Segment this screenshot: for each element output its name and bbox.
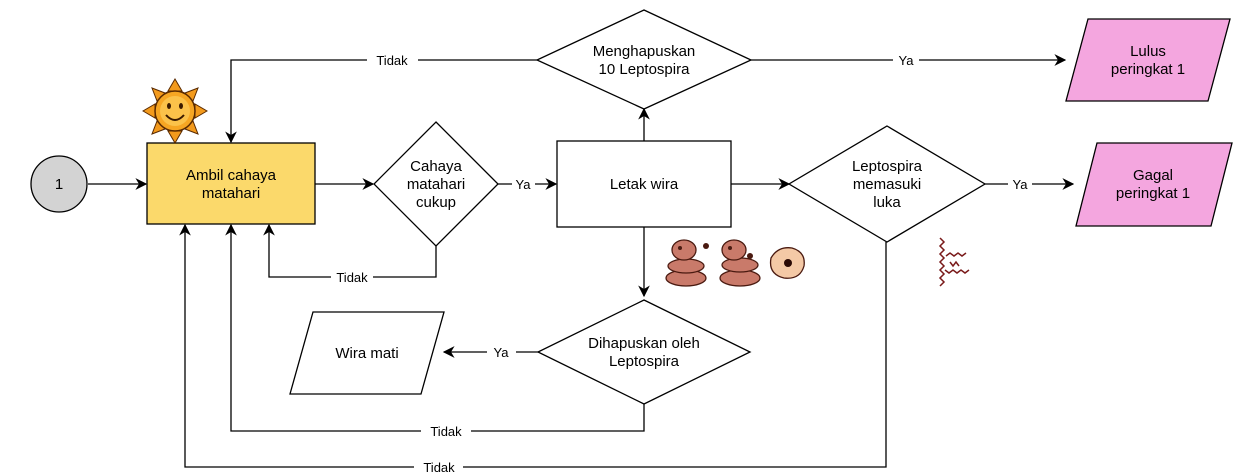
text-line: Leptospira (609, 353, 680, 370)
label-ya-menghapuskan: Ya (899, 53, 915, 68)
text-line: 10 Leptospira (599, 61, 691, 78)
text-line: Letak wira (610, 176, 679, 193)
letak-box (556, 140, 732, 228)
gagal-shape (1075, 142, 1233, 227)
menghapuskan-diamond (535, 9, 753, 110)
label-tidak-menghapuskan: Tidak (376, 53, 408, 68)
text-line: luka (873, 194, 901, 211)
text-line: matahari (407, 176, 465, 193)
wiramati-shape (289, 311, 445, 395)
text-line: cukup (416, 194, 456, 211)
blood-cells-icon (665, 239, 805, 287)
edge-menghapuskan-to-ambil (231, 59, 537, 142)
leptospira-diamond (787, 125, 987, 243)
lulus-shape (1065, 18, 1231, 102)
node-wira-mati: Wira mati (289, 311, 445, 395)
edge-leptospira-to-ambil (185, 225, 887, 468)
label-tidak-dihapuskan: Tidak (430, 424, 462, 439)
edge-dihapuskan-to-ambil (231, 225, 645, 432)
wiramati-label: Wira mati (335, 345, 398, 362)
node-start: 1 (30, 155, 88, 213)
text-line: peringkat 1 (1116, 185, 1190, 202)
start-label: 1 (55, 176, 63, 193)
cahaya-diamond (373, 121, 499, 247)
node-letak-wira: Letak wira (556, 140, 732, 228)
sun-icon (142, 78, 208, 144)
leptospira-bacteria-icon (938, 237, 970, 287)
edges (88, 59, 1073, 468)
edge-cahaya-to-ambil (269, 225, 437, 278)
label-ya-leptospira: Ya (1013, 177, 1029, 192)
dihapuskan-diamond (536, 299, 752, 405)
text-line: Menghapuskan (593, 43, 696, 60)
label-ya-cahaya: Ya (516, 177, 532, 192)
text-line: matahari (202, 185, 260, 202)
text-line: Wira mati (335, 345, 398, 362)
label-ya-dihapuskan: Ya (494, 345, 510, 360)
label-tidak-cahaya: Tidak (336, 270, 368, 285)
text-line: memasuki (853, 176, 921, 193)
label-tidak-leptospira: Tidak (423, 460, 455, 472)
text-line: Leptospira (852, 158, 923, 175)
ambil-box (146, 142, 316, 225)
text-line: Dihapuskan oleh (588, 335, 700, 352)
text-line: Lulus (1130, 43, 1166, 60)
edge-labels: Ya Tidak Ya Tidak Ya Tidak Ya Tidak (336, 53, 1028, 472)
text-line: Gagal (1133, 167, 1173, 184)
start-circle (30, 155, 88, 213)
text-line: Ambil cahaya (186, 167, 277, 184)
text-line: Cahaya (410, 158, 462, 175)
text-line: peringkat 1 (1111, 61, 1185, 78)
letak-label: Letak wira (610, 176, 679, 193)
